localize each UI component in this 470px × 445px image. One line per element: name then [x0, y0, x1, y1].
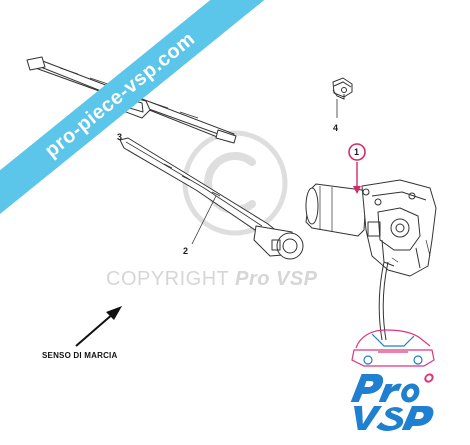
car-logo-outline: [351, 329, 435, 367]
part-3-label: 3: [117, 132, 123, 142]
nut-cap: [332, 77, 353, 100]
direction-arrow: [75, 306, 122, 347]
part-2-label: 2: [183, 246, 189, 256]
leader-lines: [191, 99, 338, 245]
copyright-brand: Pro VSP: [235, 268, 318, 290]
part-1-label: 1: [354, 147, 360, 157]
copyright-watermark: COPYRIGHT Pro VSP: [106, 268, 318, 291]
part-1-callout: [348, 143, 366, 194]
direction-caption: SENSO DI MARCIA: [42, 351, 118, 360]
copyright-word: COPYRIGHT: [106, 268, 230, 290]
wiper-arm: [119, 137, 304, 260]
part-4-label: 4: [333, 123, 339, 133]
wiper-motor: [305, 179, 437, 277]
motor-cable: [378, 261, 389, 341]
